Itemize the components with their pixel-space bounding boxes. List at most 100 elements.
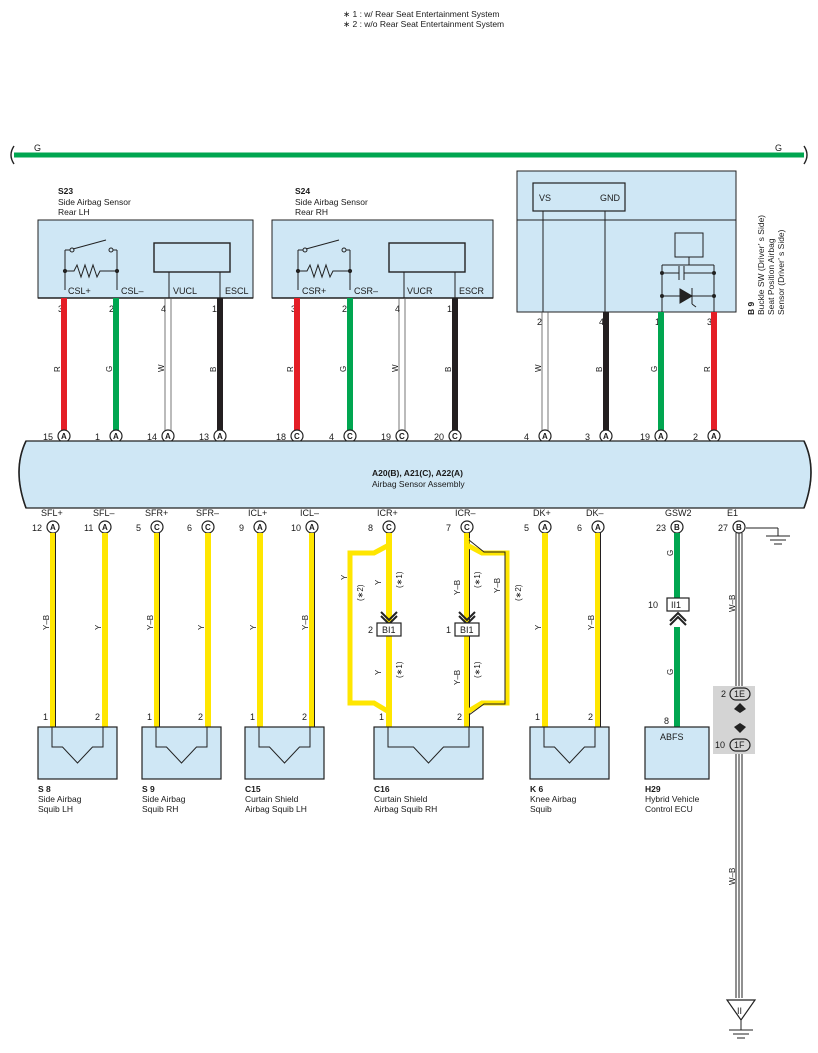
ecu-bottom-terminal-label-5: ICL+ <box>248 508 267 518</box>
svg-text:3: 3 <box>707 317 712 327</box>
c16-alt-right-option: (∗2) <box>514 584 523 601</box>
svg-text:1F: 1F <box>734 740 745 750</box>
c16-w2-bottom-option: (∗1) <box>473 661 482 678</box>
svg-text:B: B <box>736 523 742 532</box>
svg-text:A: A <box>165 432 171 441</box>
svg-text:C: C <box>154 523 160 532</box>
c16-w2-bottom-color: Y–B <box>453 670 462 685</box>
top-wire-color-4: B <box>209 367 218 372</box>
svg-text:II1: II1 <box>671 600 681 610</box>
squib-symbol <box>543 727 596 764</box>
ecu-connector-3: A <box>161 429 175 443</box>
ecu-pin-9: 4 <box>524 432 529 442</box>
s24-name-1: Side Airbag Sensor <box>295 197 368 207</box>
bottom-wire-1 <box>50 533 56 727</box>
svg-text:3: 3 <box>291 304 296 314</box>
bottom-wire-6 <box>309 533 315 727</box>
ecu-bottom-pin-6: 10 <box>291 523 301 533</box>
s24-term-2: CSR– <box>354 286 378 296</box>
h29-code: H29 <box>645 784 661 794</box>
svg-text:1E: 1E <box>734 689 745 699</box>
c16-name-1: Curtain Shield <box>374 794 428 804</box>
h29-hybrid-vehicle-control-ecu: ABFS 8 H29 Hybrid Vehicle Control ECU <box>644 716 710 814</box>
b9-name-2: Seat Position Airbag <box>766 238 776 315</box>
s9-code: S 9 <box>142 784 155 794</box>
ecu-bottom-connector-7: C <box>382 520 396 534</box>
ecu-bottom-connector-2: A <box>98 520 112 534</box>
svg-text:2: 2 <box>109 304 114 314</box>
device-pin-8: 2 <box>457 712 462 722</box>
note-1: ∗ 1 : w/ Rear Seat Entertainment System <box>343 9 499 19</box>
ecu-bottom-connector-8: C <box>460 520 474 534</box>
top-wire-color-7: W <box>391 364 400 372</box>
ecu-bottom-pin-11: 23 <box>656 523 666 533</box>
svg-text:A: A <box>542 432 548 441</box>
b9-code: B 9 <box>746 302 756 316</box>
ecu-bottom-pin-12: 27 <box>718 523 728 533</box>
ecu-connector-8: C <box>448 429 462 443</box>
top-wire-color-8: B <box>444 367 453 372</box>
b9-name-1: Buckle SW (Driver’ s Side) <box>756 215 766 315</box>
c16-w1-top-option: (∗1) <box>395 571 404 588</box>
b9-buckle-switch-symbol <box>660 232 716 312</box>
ecu-bottom-pin-10: 6 <box>577 523 582 533</box>
ecu-bottom-terminal-label-4: SFR– <box>196 508 219 518</box>
svg-text:A: A <box>658 432 664 441</box>
svg-text:3: 3 <box>58 304 63 314</box>
c15-code: C15 <box>245 784 261 794</box>
bottom-wire-color-11-upper: G <box>666 550 675 556</box>
svg-text:C: C <box>464 523 470 532</box>
ecu-bottom-connector-5: A <box>253 520 267 534</box>
device-pin-3: 1 <box>147 712 152 722</box>
ecu-bottom-terminal-label-6: ICL– <box>300 508 319 518</box>
ecu-bottom-terminal-label-2: SFL– <box>93 508 115 518</box>
top-wire-3 <box>164 298 172 431</box>
ecu-bottom-terminal-label-9: DK+ <box>533 508 551 518</box>
ecu-bottom-connector-12: B <box>732 520 746 534</box>
s9-name-1: Side Airbag <box>142 794 186 804</box>
ecu-connector-11: A <box>654 429 668 443</box>
ground-symbol-e1 <box>746 527 790 545</box>
device-pin-4: 2 <box>198 712 203 722</box>
c16-w1-bottom-color: Y <box>374 669 383 675</box>
ecu-connector-5: C <box>290 429 304 443</box>
b9-gnd-label: GND <box>600 193 621 203</box>
svg-text:A: A <box>113 432 119 441</box>
svg-text:10: 10 <box>715 740 725 750</box>
s24-sensor-block <box>388 242 466 273</box>
s8-code: S 8 <box>38 784 51 794</box>
ecu-bottom-terminal-label-7: ICR+ <box>377 508 398 518</box>
s24-code: S24 <box>295 186 310 196</box>
c15-name-2: Airbag Squib LH <box>245 804 307 814</box>
b9-vs-label: VS <box>539 193 551 203</box>
svg-text:II: II <box>737 1006 742 1016</box>
ecu-bottom-terminal-label-1: SFL+ <box>41 508 63 518</box>
top-wire-color-11: G <box>650 366 659 372</box>
c16-code: C16 <box>374 784 390 794</box>
s24-switch-resistor-symbol <box>295 239 353 290</box>
svg-text:C: C <box>399 432 405 441</box>
s23-switch-resistor-symbol <box>62 239 120 290</box>
s23-side-airbag-sensor-rear-lh: S23 Side Airbag Sensor Rear LH CSL+ CSL–… <box>37 186 254 299</box>
ecu-bottom-connector-6: A <box>305 520 319 534</box>
ecu-connector-10: A <box>599 429 613 443</box>
s9-name-2: Squib RH <box>142 804 178 814</box>
svg-text:A: A <box>711 432 717 441</box>
ecu-bottom-connector-11: B <box>670 520 684 534</box>
ecu-connector-9: A <box>538 429 552 443</box>
bottom-wire-color-1: Y–B <box>42 615 51 630</box>
ecu-pin-1: 15 <box>43 432 53 442</box>
ecu-bottom-connector-3: C <box>150 520 164 534</box>
ecu-connector-1: A <box>57 429 71 443</box>
ecu-bottom-connector-9: A <box>538 520 552 534</box>
s24-name-2: Rear RH <box>295 207 328 217</box>
s23-term-2: CSL– <box>121 286 144 296</box>
c16-alt-left-color: Y <box>340 574 349 580</box>
ecu-bottom-terminal-label-10: DK– <box>586 508 604 518</box>
ecu-bottom-pin-8: 7 <box>446 523 451 533</box>
c16-w2-top-option: (∗1) <box>473 571 482 588</box>
